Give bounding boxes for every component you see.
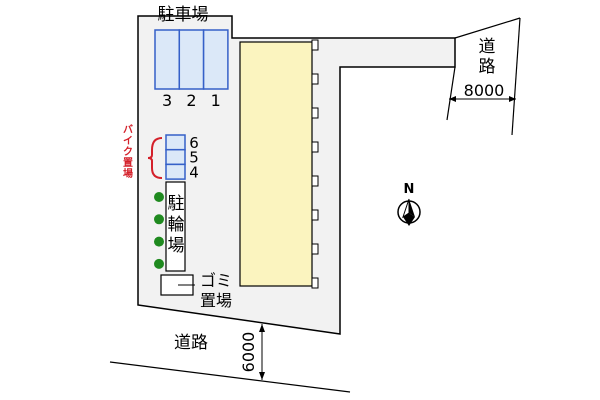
dim-right-text: 8000 <box>464 81 505 100</box>
balcony <box>311 209 319 221</box>
tree <box>154 236 164 247</box>
bike-number: 5 <box>189 149 199 167</box>
parking-space <box>202 29 229 90</box>
parking-space <box>178 29 205 90</box>
road-edge-right-upper <box>454 17 521 39</box>
north-arrow <box>397 198 421 226</box>
bike-numbers: 654 <box>189 134 199 181</box>
parking-label: 駐車場 <box>158 5 209 25</box>
bicycle-parking <box>165 181 186 272</box>
balcony <box>311 141 319 153</box>
bike-space <box>165 148 186 166</box>
dim-bottom-text: 6000 <box>239 332 258 373</box>
north-label: N <box>404 182 415 197</box>
bicycle-label-char: 駐 <box>168 194 185 214</box>
bicycle-label-char: 輪 <box>168 215 185 235</box>
bike-label-char: 場 <box>123 167 133 180</box>
bike-space <box>165 163 186 180</box>
dim-arrow-right-right <box>509 96 516 102</box>
dim-arrow-bottom-top <box>259 324 265 332</box>
bike-space <box>165 134 186 151</box>
bike-number: 6 <box>189 134 199 152</box>
balcony <box>311 243 319 255</box>
building-balconies <box>311 39 319 289</box>
balcony <box>311 39 319 51</box>
building <box>239 41 313 287</box>
balcony <box>311 107 319 119</box>
bicycle-label-char: 場 <box>168 236 185 256</box>
road-edge-right-outer <box>511 17 521 136</box>
road-bottom-label: 道路 <box>174 333 208 353</box>
balcony <box>311 73 319 85</box>
dim-arrow-right-left <box>449 96 456 102</box>
road-edge-right-lower <box>446 66 456 121</box>
bike-label-char: ク <box>123 146 133 158</box>
road-edge-bottom <box>109 361 351 393</box>
bike-label-char: イ <box>123 135 133 147</box>
road-right-label-2: 路 <box>479 57 496 77</box>
bike-bracket <box>147 137 163 179</box>
trees <box>154 192 164 269</box>
parking-number: 2 <box>186 91 196 110</box>
garbage-label-2: 置場 <box>200 291 232 310</box>
road-right-label-1: 道 <box>479 37 496 57</box>
garbage-label-1: ゴミ <box>200 271 232 290</box>
parking-number: 1 <box>211 91 221 110</box>
bike-spaces <box>165 134 186 180</box>
dim-arrow-bottom-bottom <box>259 372 265 380</box>
tree <box>154 214 164 225</box>
parking-space <box>154 29 181 90</box>
balcony <box>311 175 319 187</box>
tree <box>154 192 164 202</box>
bike-number: 4 <box>189 163 199 181</box>
tree <box>154 258 164 269</box>
balcony <box>311 277 319 289</box>
parking-number: 3 <box>162 91 172 110</box>
bike-label-char: 置 <box>123 157 133 169</box>
bike-label-char: バ <box>123 124 133 136</box>
bicycle-parking-label: 駐輪場 <box>168 194 185 256</box>
parking-spaces <box>154 29 229 90</box>
